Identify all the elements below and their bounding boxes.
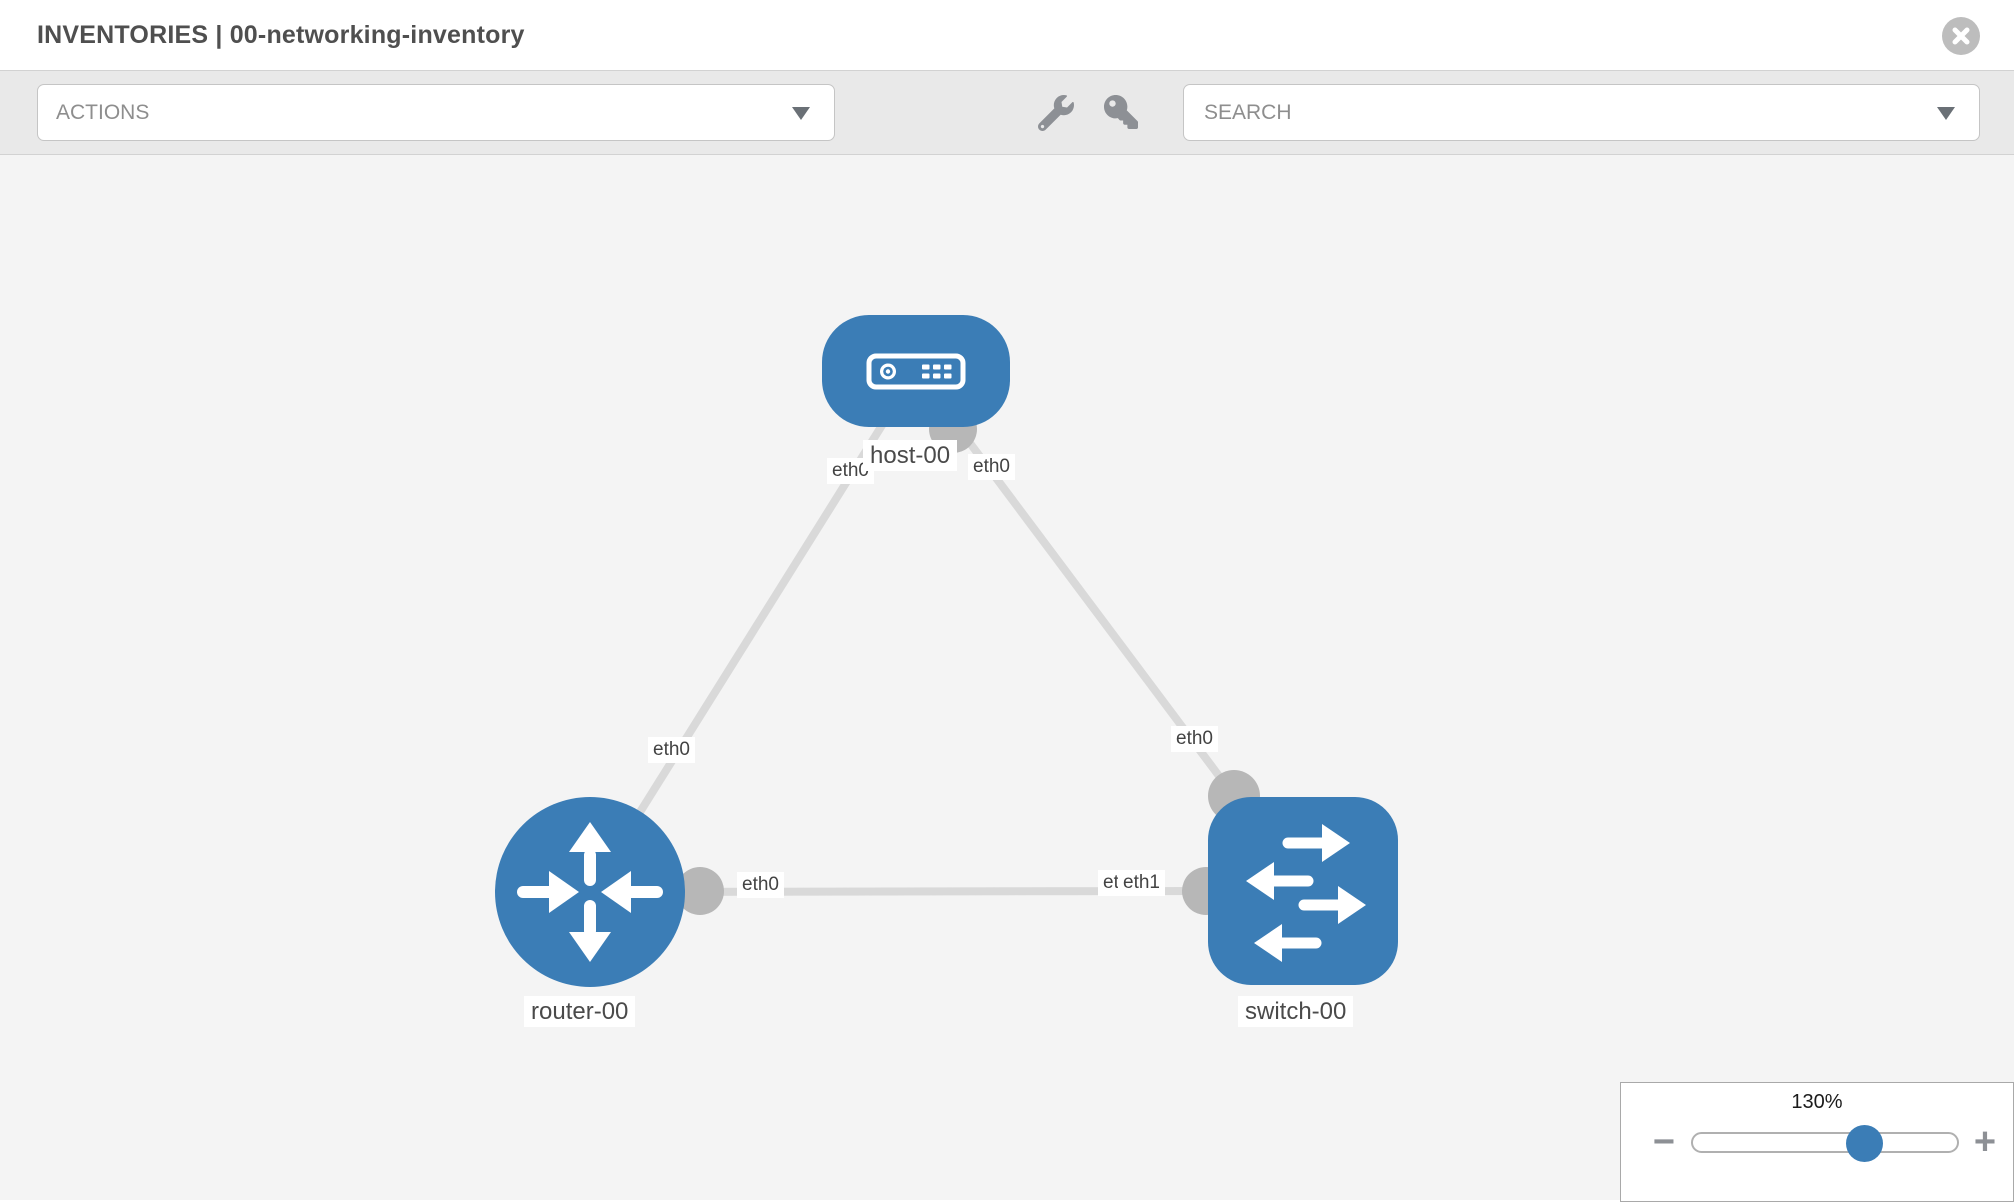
- wrench-icon: [1037, 95, 1074, 132]
- page-title: INVENTORIES | 00-networking-inventory: [37, 21, 525, 49]
- node-host[interactable]: [822, 315, 1010, 427]
- link-host-router[interactable]: [586, 368, 920, 895]
- node-label-host: host-00: [863, 440, 958, 471]
- node-label-router: router-00: [524, 996, 636, 1027]
- zoom-control-panel: 130% − +: [1620, 1082, 2014, 1202]
- toolbar: ACTIONS SEARCH: [0, 70, 2014, 155]
- zoom-slider-thumb[interactable]: [1846, 1125, 1883, 1162]
- search-placeholder: SEARCH: [1204, 100, 1292, 124]
- header: INVENTORIES | 00-networking-inventory: [0, 0, 2014, 70]
- actions-dropdown-label: ACTIONS: [56, 100, 150, 124]
- switch-icon: [1246, 824, 1366, 962]
- chevron-down-icon: [1937, 106, 1955, 120]
- close-button[interactable]: [1942, 17, 1980, 55]
- node-router[interactable]: [495, 797, 685, 987]
- interface-label: eth0: [648, 737, 695, 763]
- zoom-slider-track[interactable]: [1691, 1132, 1959, 1153]
- connector-router-right: [676, 867, 724, 915]
- interface-label: eth0: [1171, 726, 1218, 752]
- chevron-down-icon: [792, 106, 810, 120]
- server-icon: [866, 353, 966, 390]
- interface-label: eth0: [968, 454, 1015, 480]
- interface-connectors: [676, 405, 1260, 915]
- search-dropdown[interactable]: SEARCH: [1183, 84, 1980, 141]
- topology-canvas[interactable]: eth0 host-00 eth0 eth0 eth0 eth0 eth0 et…: [0, 155, 2014, 1200]
- interface-label: eth1: [1118, 870, 1165, 896]
- key-icon: [1104, 95, 1138, 129]
- zoom-in-button[interactable]: +: [1973, 1121, 1997, 1163]
- node-label-switch: switch-00: [1238, 996, 1354, 1027]
- zoom-level-value: 130%: [1791, 1091, 1843, 1113]
- topology-svg: [495, 315, 1398, 987]
- zoom-out-button[interactable]: −: [1652, 1121, 1676, 1163]
- interface-label: eth0: [737, 872, 784, 898]
- router-icon: [517, 822, 663, 962]
- configure-tools-button[interactable]: [1037, 95, 1074, 132]
- node-switch[interactable]: [1208, 797, 1398, 985]
- close-icon: [1952, 27, 1970, 45]
- credentials-key-button[interactable]: [1104, 95, 1140, 131]
- actions-dropdown[interactable]: ACTIONS: [37, 84, 835, 141]
